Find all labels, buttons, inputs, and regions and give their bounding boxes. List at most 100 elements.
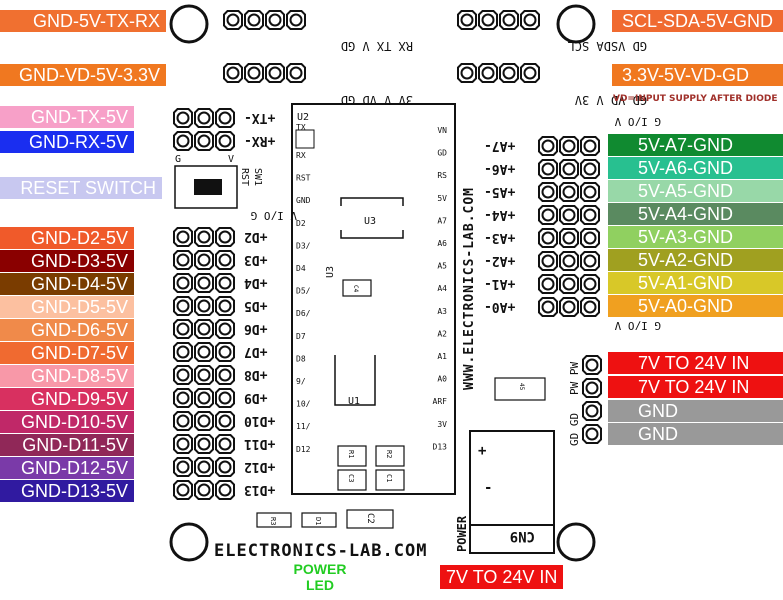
u3-outline: [340, 197, 404, 239]
pin-dig-2-1: [215, 250, 235, 270]
pin-ana-2-3: [580, 205, 600, 225]
pin-top-left-1-3-hole: [289, 13, 303, 27]
pin-dig-0-3-hole: [176, 299, 190, 313]
pin-ana-0-0-hole: [541, 139, 555, 153]
pin-ana-2-5-hole: [583, 254, 597, 268]
left-label-16: GND-D13-5V: [0, 480, 134, 502]
pin-ana-1-4-hole: [562, 231, 576, 245]
pin-dig-1-8-hole: [197, 414, 211, 428]
r1-label: R1: [347, 450, 355, 458]
u3b-label: U3: [325, 266, 336, 278]
pin-dig-0-7: [173, 388, 193, 408]
gd-label: GD GD: [568, 413, 581, 446]
pin-dig-0-10-hole: [176, 460, 190, 474]
pin-ana-0-5: [538, 251, 558, 271]
pin-txrx-0-0: [173, 108, 193, 128]
ic-left-pin-12: 10/: [296, 400, 311, 409]
pin-dig-1-6: [194, 365, 214, 385]
sw-label: SW1: [252, 168, 263, 186]
pin-top-right-2-3: [520, 63, 540, 83]
ic-right-pin-5: A6: [437, 239, 447, 248]
right-label-12: GND: [608, 400, 783, 422]
brand-bottom: ELECTRONICS-LAB.COM: [214, 541, 428, 561]
ic-left-pin-0: TX: [296, 123, 306, 132]
pin-dig-0-9-hole: [176, 437, 190, 451]
pin-top-left-1-1-hole: [247, 13, 261, 27]
pin-txrx-0-1: [173, 131, 193, 151]
d1-label: D1: [314, 517, 322, 525]
ic-right-pin-12: ARF: [433, 397, 448, 406]
left-label-8: GND-D5-5V: [0, 296, 134, 318]
pin-ana-0-5-hole: [541, 254, 555, 268]
pin-dig-0-5: [173, 342, 193, 362]
mount-hole-top-right: [556, 4, 596, 44]
pin-txrx-1-1: [194, 131, 214, 151]
pin-dig-2-9-hole: [218, 437, 232, 451]
pin-ana-2-1: [580, 159, 600, 179]
right-label-2: 5V-A7-GND: [608, 134, 783, 156]
diode-number: 45: [518, 383, 525, 391]
pin-dig-0-9: [173, 434, 193, 454]
ic-left-pin-7: D5/: [296, 287, 311, 296]
r2-label: R2: [385, 450, 393, 458]
power-connector-cn9: [469, 430, 555, 554]
left-label-3: GND-RX-5V: [0, 131, 134, 153]
ic-right-pin-14: D13: [433, 442, 448, 451]
pin-top-left-2-1-hole: [247, 66, 261, 80]
pin-ana-0-3-hole: [541, 208, 555, 222]
side-left-pin-10: +D10: [244, 413, 275, 428]
left-label-13: GND-D10-5V: [0, 411, 134, 433]
resistor-r2: [375, 445, 405, 467]
pin-dig-0-5-hole: [176, 345, 190, 359]
pin-txrx-1-0: [194, 108, 214, 128]
right-label-3: 5V-A6-GND: [608, 157, 783, 179]
pin-power-0: [582, 355, 602, 375]
pin-dig-1-9: [194, 434, 214, 454]
pin-ana-0-3: [538, 205, 558, 225]
diode-d1: [301, 512, 337, 528]
left-label-11: GND-D8-5V: [0, 365, 134, 387]
side-right-pin-0: +A7-: [484, 138, 515, 153]
pin-dig-1-3: [194, 296, 214, 316]
pin-power-2: [582, 401, 602, 421]
pin-top-left-2-1: [244, 63, 264, 83]
right-label-10: 7V TO 24V IN: [608, 352, 783, 374]
side-right-pin-3: +A4-: [484, 207, 515, 222]
pin-dig-1-9-hole: [197, 437, 211, 451]
pin-dig-1-7: [194, 388, 214, 408]
pin-ana-1-1-hole: [562, 162, 576, 176]
pin-ana-0-1: [538, 159, 558, 179]
right-label-5: 5V-A4-GND: [608, 203, 783, 225]
side-left-pin-13: +D13: [244, 482, 275, 497]
left-label-0: GND-5V-TX-RX: [0, 10, 166, 32]
pin-dig-1-1-hole: [197, 253, 211, 267]
pin-ana-0-7: [538, 297, 558, 317]
pin-ana-1-0-hole: [562, 139, 576, 153]
ic-right-pin-6: A5: [437, 262, 447, 271]
pin-dig-1-10-hole: [197, 460, 211, 474]
right-label-13: GND: [608, 423, 783, 445]
viog-label: V I/O G: [251, 209, 297, 222]
pin-top-left-2-2: [265, 63, 285, 83]
ic-right-pin-11: A0: [437, 375, 447, 384]
pin-dig-2-10-hole: [218, 460, 232, 474]
u2-box: [295, 129, 315, 149]
pin-dig-0-0-hole: [176, 230, 190, 244]
ic-left-pin-5: D3/: [296, 241, 311, 250]
pin-ana-2-3-hole: [583, 208, 597, 222]
pin-dig-1-6-hole: [197, 368, 211, 382]
pin-dig-1-11-hole: [197, 483, 211, 497]
arduino-nano-outline: [291, 103, 456, 495]
pin-ana-0-0: [538, 136, 558, 156]
pin-dig-1-11: [194, 480, 214, 500]
pin-txrx-2-0-hole: [218, 111, 232, 125]
pin-dig-1-8: [194, 411, 214, 431]
side-right-pin-2: +A5-: [484, 184, 515, 199]
pin-dig-0-4-hole: [176, 322, 190, 336]
power-led-line2: LED: [306, 577, 334, 593]
side-left-pin-7: +D7: [244, 344, 267, 359]
ic-left-pin-9: D7: [296, 332, 306, 341]
pin-ana-1-4: [559, 228, 579, 248]
pin-top-left-1-2: [265, 10, 285, 30]
pin-dig-2-7-hole: [218, 391, 232, 405]
